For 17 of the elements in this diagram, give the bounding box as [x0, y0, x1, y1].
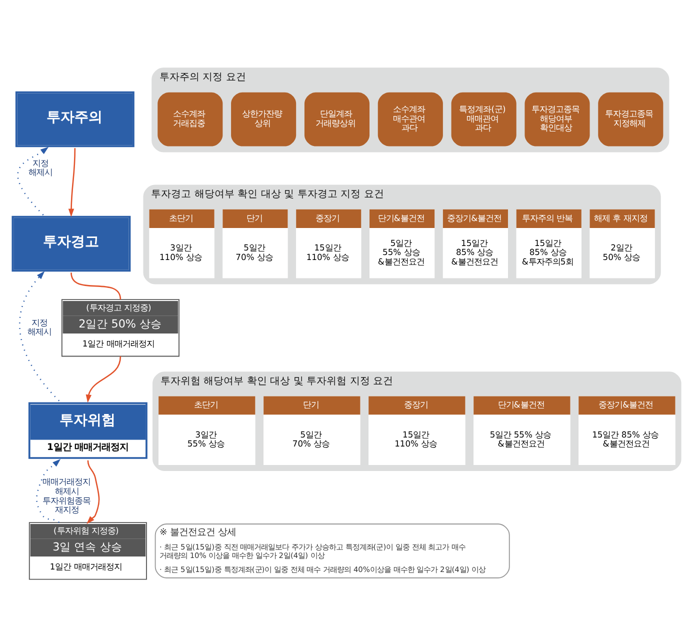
node-box: 투자경고종목 해당여부 확인대상: [524, 92, 590, 146]
node-box: 소수계좌 거래집중: [158, 92, 223, 146]
edge-label: 지정 해제시: [28, 158, 52, 178]
node-box: 단일계좌 거래량상위: [304, 92, 370, 146]
arrow: [19, 271, 60, 402]
arrow: [86, 356, 122, 403]
node-box: 상한가잔량 상위: [231, 92, 296, 146]
node-box: 특정계좌(군) 매매관여 과다: [451, 92, 516, 146]
edge-label: 매매거래정지 해제시 투자위험종목 재지정: [42, 476, 90, 515]
arrow: [36, 459, 61, 524]
node-box: 소수계좌 매수관여 과다: [378, 92, 443, 146]
arrow: [68, 148, 76, 217]
connector: [70, 272, 122, 300]
node-box: 투자경고종목 지정해제: [598, 92, 664, 146]
arrow: [17, 146, 49, 216]
edge-label: 지정 해제시: [28, 317, 52, 337]
arrow: [86, 460, 100, 524]
